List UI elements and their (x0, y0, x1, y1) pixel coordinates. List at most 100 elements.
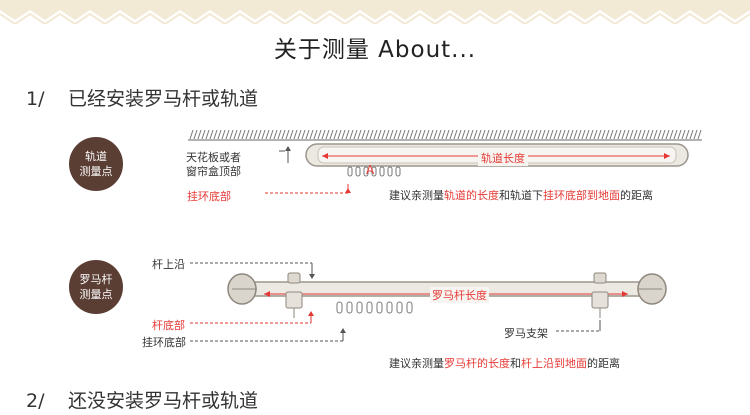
section1-number: 1/ (26, 88, 45, 110)
section1-note: 建议亲测量轨道的长度和轨道下挂环底部到地面的距离 (389, 189, 653, 202)
ring-bottom-label: 挂环底部 (187, 190, 231, 203)
ceiling-hatch-mark (389, 129, 394, 140)
ceiling-hatch-mark (593, 129, 598, 140)
ceiling-hatch-mark (477, 129, 482, 140)
ceiling-hatch-mark (305, 129, 310, 140)
ceiling-hatch-mark (505, 129, 510, 140)
ceiling-hatch-mark (485, 129, 490, 140)
ceiling-hatch-mark (461, 129, 466, 140)
ceiling-hatch-mark (309, 129, 314, 140)
ceiling-hatch-mark (261, 129, 266, 140)
ceiling-hatch-mark (325, 129, 330, 140)
track-hook (363, 166, 369, 177)
ceiling-hatch-mark (289, 129, 294, 140)
rod-ring (336, 301, 343, 314)
ceiling-hatch-mark (521, 129, 526, 140)
ceiling-hatch-mark (453, 129, 458, 140)
ceiling-hatch-mark (293, 129, 298, 140)
ceiling-hatch-mark (645, 129, 650, 140)
marker-a: A (366, 163, 375, 177)
ceiling-hatch-mark (353, 129, 358, 140)
rod-ring (386, 301, 393, 314)
section1-heading-row: 1/已经安装罗马杆或轨道 (26, 84, 258, 111)
ceiling-hatch-mark (405, 129, 410, 140)
page-title: 关于测量 About... (273, 37, 477, 63)
ceiling-hatch-mark (625, 129, 630, 140)
rod-ring (346, 301, 353, 314)
ceiling-hatch-mark (201, 129, 206, 140)
track-hook (371, 166, 377, 177)
ceiling-hatch-mark (501, 129, 506, 140)
rod-ring (356, 301, 363, 314)
ceiling-hatch-mark (525, 129, 530, 140)
ceiling-hatch-mark (221, 129, 226, 140)
bracket-label: 罗马支架 (504, 327, 548, 340)
ceiling-hatch-mark (409, 129, 414, 140)
ceiling-hatch-mark (349, 129, 354, 140)
badge-line-2: 测量点 (79, 165, 113, 178)
ceiling-hatch-mark (609, 129, 614, 140)
ceiling-hatch-mark (493, 129, 498, 140)
ceiling-hatch-mark (441, 129, 446, 140)
badge-line-1: 轨道 (85, 150, 107, 163)
ceiling-hatch-mark (577, 129, 582, 140)
ceiling-hatch-mark (433, 129, 438, 140)
ceiling-hatch-mark (205, 129, 210, 140)
ceiling-hatch-mark (301, 129, 306, 140)
zigzag-border (0, 0, 750, 24)
track-measure-badge: 轨道测量点 (69, 137, 123, 191)
ceiling-hatch-mark (621, 129, 626, 140)
ceiling-hatch-mark (337, 129, 342, 140)
ceiling-hatch-mark (233, 129, 238, 140)
ceiling-hatch-mark (333, 129, 338, 140)
section2-heading: 还没安装罗马杆或轨道 (68, 390, 259, 412)
ceiling-hatch-mark (557, 129, 562, 140)
ceiling-hatch-mark (653, 129, 658, 140)
ceiling-hatch-mark (281, 129, 286, 140)
ceiling-hatch-mark (285, 129, 290, 140)
ceiling-hatch-mark (657, 129, 662, 140)
ceiling-hatch-mark (529, 129, 534, 140)
ceiling-hatch-mark (189, 129, 194, 140)
track-hook (355, 166, 361, 177)
ceiling-hatch-mark (273, 129, 278, 140)
ceiling-hatch-mark (317, 129, 322, 140)
ceiling-hatch-mark (681, 129, 686, 140)
section2-note: 建议亲测量罗马杆的长度和杆上沿到地面的距离 (389, 357, 620, 370)
badge-line-2: 测量点 (79, 288, 113, 301)
ceiling-hatch-mark (569, 129, 574, 140)
ceiling-hatch-mark (545, 129, 550, 140)
ceiling-hatch-mark (193, 129, 198, 140)
ceiling-hatch-mark (413, 129, 418, 140)
ceiling-hatch-mark (209, 129, 214, 140)
ceiling-hatch-mark (225, 129, 230, 140)
ceiling-hatch-mark (585, 129, 590, 140)
ceiling-hatch-mark (429, 129, 434, 140)
ceiling-hatch-mark (605, 129, 610, 140)
ceiling-hatch-mark (565, 129, 570, 140)
rod-ring (406, 301, 413, 314)
ceiling-hatch-mark (677, 129, 682, 140)
rod-top-label: 杆上沿 (152, 258, 185, 271)
ceiling-hatch-mark (541, 129, 546, 140)
ceiling-hatch-mark (449, 129, 454, 140)
ceiling-hatch-mark (381, 129, 386, 140)
ceiling-hatch-mark (465, 129, 470, 140)
ceiling-hatch-mark (385, 129, 390, 140)
ceiling-hatch-mark (445, 129, 450, 140)
ceiling-hatch-mark (693, 129, 698, 140)
ceiling-hatch-mark (549, 129, 554, 140)
ceiling-hatch-mark (489, 129, 494, 140)
section2-number: 2/ (26, 390, 45, 412)
ceiling-hatch-mark (613, 129, 618, 140)
rod-bottom-label: 杆底部 (152, 319, 185, 332)
ring-bottom-label-2: 挂环底部 (142, 336, 186, 349)
ceiling-hatch-mark (597, 129, 602, 140)
ceiling-hatch-mark (533, 129, 538, 140)
ceiling-hatch-mark (473, 129, 478, 140)
ceiling-hatch-mark (437, 129, 442, 140)
rod-ring (366, 301, 373, 314)
rod-measure-badge: 罗马杆测量点 (69, 260, 123, 314)
ceiling-hatch-mark (425, 129, 430, 140)
